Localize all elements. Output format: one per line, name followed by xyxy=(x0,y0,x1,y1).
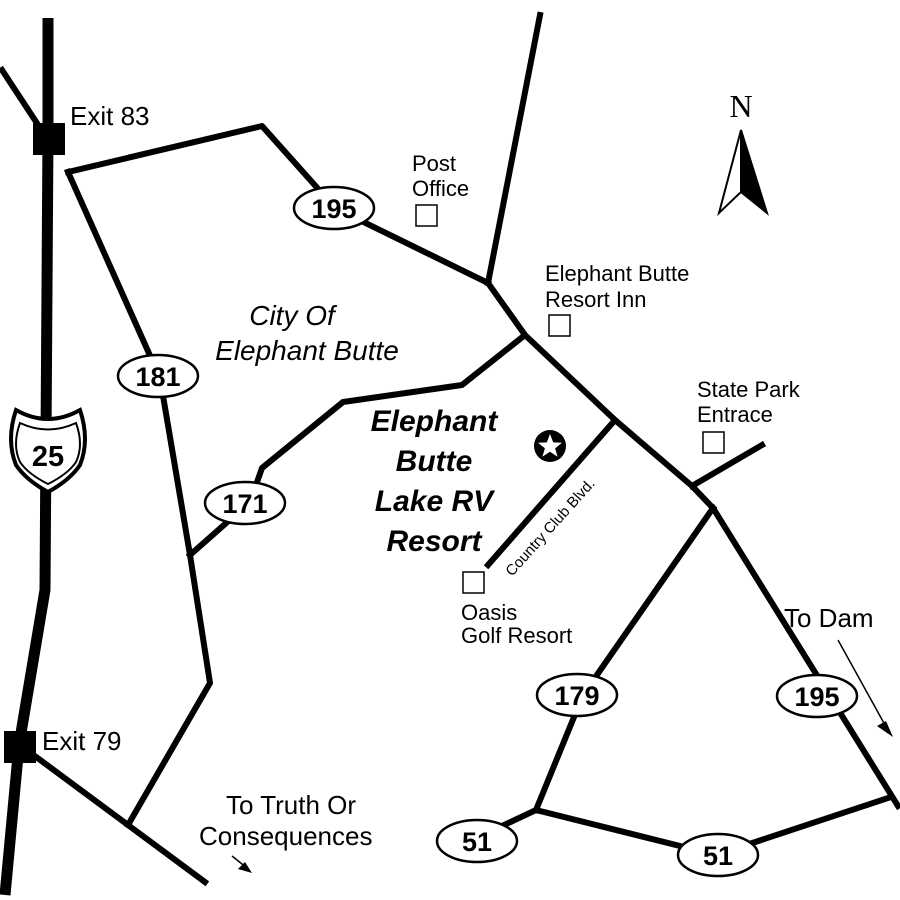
poi-resort-inn-line1: Elephant Butte xyxy=(545,261,689,286)
north-arrow-icon: N xyxy=(717,88,769,217)
poi-golf-line1: Oasis xyxy=(461,600,517,625)
shield-179-text: 179 xyxy=(554,681,599,711)
shield-179: 179 xyxy=(535,672,619,718)
interstate-shield: 25 xyxy=(9,407,87,495)
shield-181-text: 181 xyxy=(135,362,180,392)
poi-golf-line2: Golf Resort xyxy=(461,623,572,648)
direction-to-dam-arrow-icon xyxy=(837,639,893,737)
poi-post-office-line1: Post xyxy=(412,151,456,176)
direction-to-toc-line2: Consequences xyxy=(199,821,372,851)
direction-to-toc-arrow-icon xyxy=(231,855,252,873)
shield-181: 181 xyxy=(116,353,200,399)
poi-state-park-line2: Entrace xyxy=(697,402,773,427)
shield-51-right-text: 51 xyxy=(703,841,733,871)
poi-post-office-marker xyxy=(415,204,438,227)
direction-to-toc-line1: To Truth Or xyxy=(226,790,356,820)
shield-171-text: 171 xyxy=(222,489,267,519)
resort-label-line2: Butte xyxy=(396,445,473,478)
shield-51-right: 51 xyxy=(676,832,760,878)
shield-51-left-text: 51 xyxy=(462,827,492,857)
poi-golf-marker xyxy=(462,571,485,594)
poi-post-office-line2: Office xyxy=(412,176,469,201)
road-north xyxy=(484,11,544,287)
shield-195-bottom: 195 xyxy=(775,673,859,719)
exit-83-label: Exit 83 xyxy=(70,101,150,131)
city-label-line1: City Of xyxy=(249,300,338,331)
direction-to-dam: To Dam xyxy=(784,603,874,633)
resort-label-line1: Elephant xyxy=(371,405,500,438)
road-195-north xyxy=(64,123,493,288)
resort-label-line4: Resort xyxy=(386,525,483,558)
north-label: N xyxy=(729,88,752,124)
interstate-25 xyxy=(0,18,54,896)
shield-195-bottom-text: 195 xyxy=(794,682,839,712)
poi-state-park-marker xyxy=(702,431,725,454)
city-label-line2: Elephant Butte xyxy=(215,335,399,366)
poi-state-park-line1: State Park xyxy=(697,377,801,402)
shield-171: 171 xyxy=(203,480,287,526)
shield-51-left: 51 xyxy=(435,818,519,864)
road-195-south xyxy=(708,503,900,811)
exit-83-marker xyxy=(33,123,65,155)
road-51 xyxy=(451,794,892,858)
road-to-toc xyxy=(15,740,210,887)
exit-79-marker xyxy=(4,731,36,763)
road-main-southeast xyxy=(483,278,718,513)
exit-79-label: Exit 79 xyxy=(42,726,122,756)
shield-195-top-text: 195 xyxy=(311,194,356,224)
interstate-number: 25 xyxy=(32,441,64,473)
road-179 xyxy=(532,503,718,814)
shield-195-top: 195 xyxy=(292,185,376,231)
road-state-park xyxy=(687,440,767,491)
resort-star-icon xyxy=(534,430,566,462)
poi-resort-inn-marker xyxy=(548,314,571,337)
resort-label-line3: Lake RV xyxy=(375,485,496,518)
poi-resort-inn-line2: Resort Inn xyxy=(545,287,647,312)
road-country-club xyxy=(483,415,620,570)
